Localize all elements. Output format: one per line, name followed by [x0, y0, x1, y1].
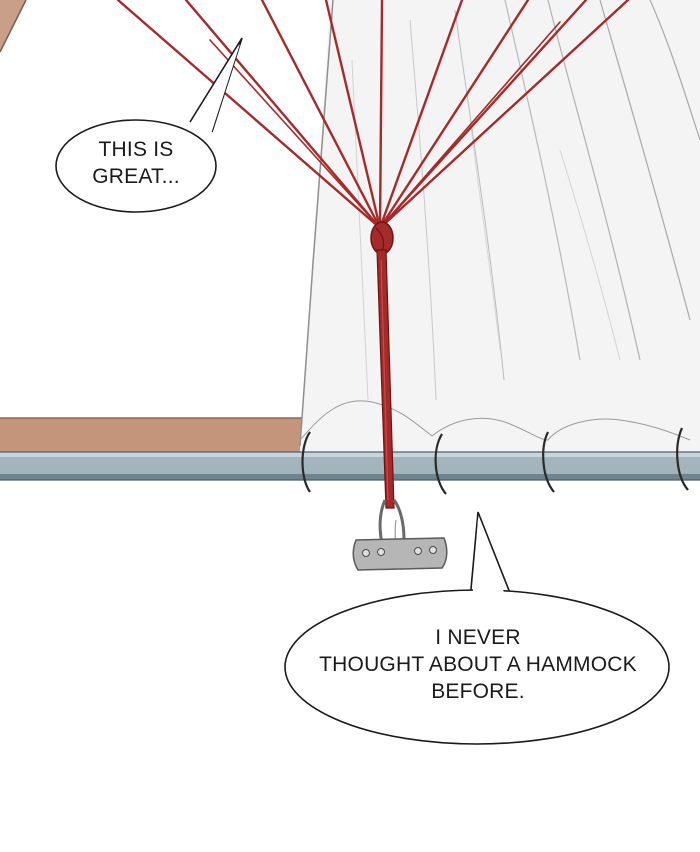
speech-bubble-2-line: BEFORE. — [431, 680, 525, 703]
rope-strand — [379, 21, 561, 229]
wall-corner-edge — [0, 0, 27, 53]
curtain-rail — [0, 451, 700, 481]
hammock-ropes — [116, 0, 630, 230]
rope-strand — [378, 0, 630, 230]
speech-bubble-1 — [55, 37, 243, 213]
speech-bubble-1-text: THIS IS GREAT... — [60, 136, 212, 190]
speech-bubble-1-outline — [55, 119, 217, 213]
speech-bubble-2 — [284, 511, 670, 745]
rail-ring — [301, 431, 311, 493]
speech-bubble-1-line: GREAT... — [92, 165, 180, 188]
rope-strand — [184, 0, 382, 230]
hammock-fabric — [299, 0, 700, 452]
rail-ring — [434, 433, 447, 495]
bracket-screw — [414, 547, 422, 555]
rail-ring — [542, 431, 555, 493]
bracket-screw — [362, 549, 370, 557]
wall-bracket — [352, 499, 448, 571]
rail-ring — [676, 427, 689, 491]
rope-strand — [378, 0, 384, 230]
bracket-screw — [429, 546, 437, 554]
rope-strand — [324, 0, 382, 230]
bracket-plate — [352, 537, 448, 571]
rope-strand — [378, 0, 588, 230]
rope-strand — [116, 0, 382, 230]
speech-bubble-2-line: I NEVER — [435, 626, 521, 649]
speech-bubble-2-text: I NEVER THOUGHT ABOUT A HAMMOCK BEFORE. — [290, 624, 666, 705]
main-rope-cord — [376, 249, 395, 509]
rail-rings — [301, 427, 689, 495]
rope-strand — [378, 0, 464, 230]
rope-strand — [209, 39, 381, 229]
bracket-screw — [377, 548, 385, 556]
rope-strand — [260, 0, 382, 230]
speech-bubble-1-line: THIS IS — [98, 138, 174, 161]
speech-bubble-2-line: THOUGHT ABOUT A HAMMOCK — [319, 653, 637, 676]
main-rope-cord-highlight — [380, 259, 389, 501]
rope-strand — [378, 0, 530, 230]
